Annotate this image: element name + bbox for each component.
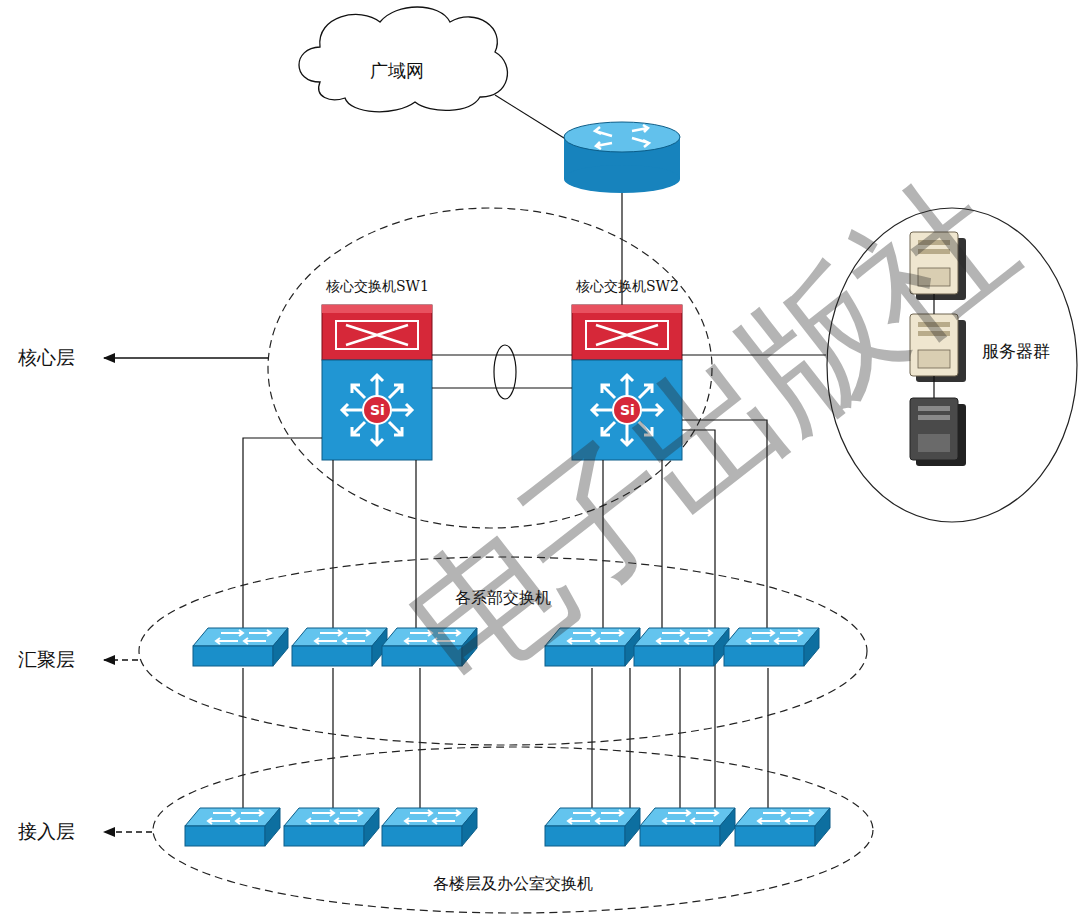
server-group-outline — [826, 207, 1078, 523]
layer-name: 接入层 — [18, 820, 75, 843]
layer-name: 核心层 — [18, 346, 75, 369]
access-layer: 各楼层及办公室交换机 — [152, 746, 874, 914]
si-mark: Si — [370, 402, 385, 419]
core-switch: 核心交换机SW1 — [322, 272, 432, 460]
layer-name: 汇聚层 — [18, 648, 75, 671]
node-label: 核心交换机SW1 — [326, 278, 429, 295]
core-switch: 核心交换机SW2 — [572, 272, 682, 460]
node-label: 核心交换机SW2 — [576, 278, 679, 295]
aggregation-layer-outline — [138, 556, 868, 746]
wan-cloud: 广域网 — [290, 2, 512, 114]
server-group: 服务器群 — [826, 207, 1078, 523]
network-link — [682, 354, 826, 355]
router-icon — [564, 122, 680, 193]
node-label: 各楼层及办公室交换机 — [433, 874, 593, 893]
aggregation-layer: 各系部交换机 — [138, 556, 868, 746]
wan-cloud-outline — [290, 2, 512, 114]
node-label: 服务器群 — [982, 341, 1050, 361]
watermark: 电子出版社 — [375, 148, 1037, 721]
network-link — [432, 354, 572, 355]
node-label: 各系部交换机 — [455, 588, 551, 607]
si-mark: Si — [620, 402, 635, 419]
node-label: 广域网 — [370, 60, 424, 82]
